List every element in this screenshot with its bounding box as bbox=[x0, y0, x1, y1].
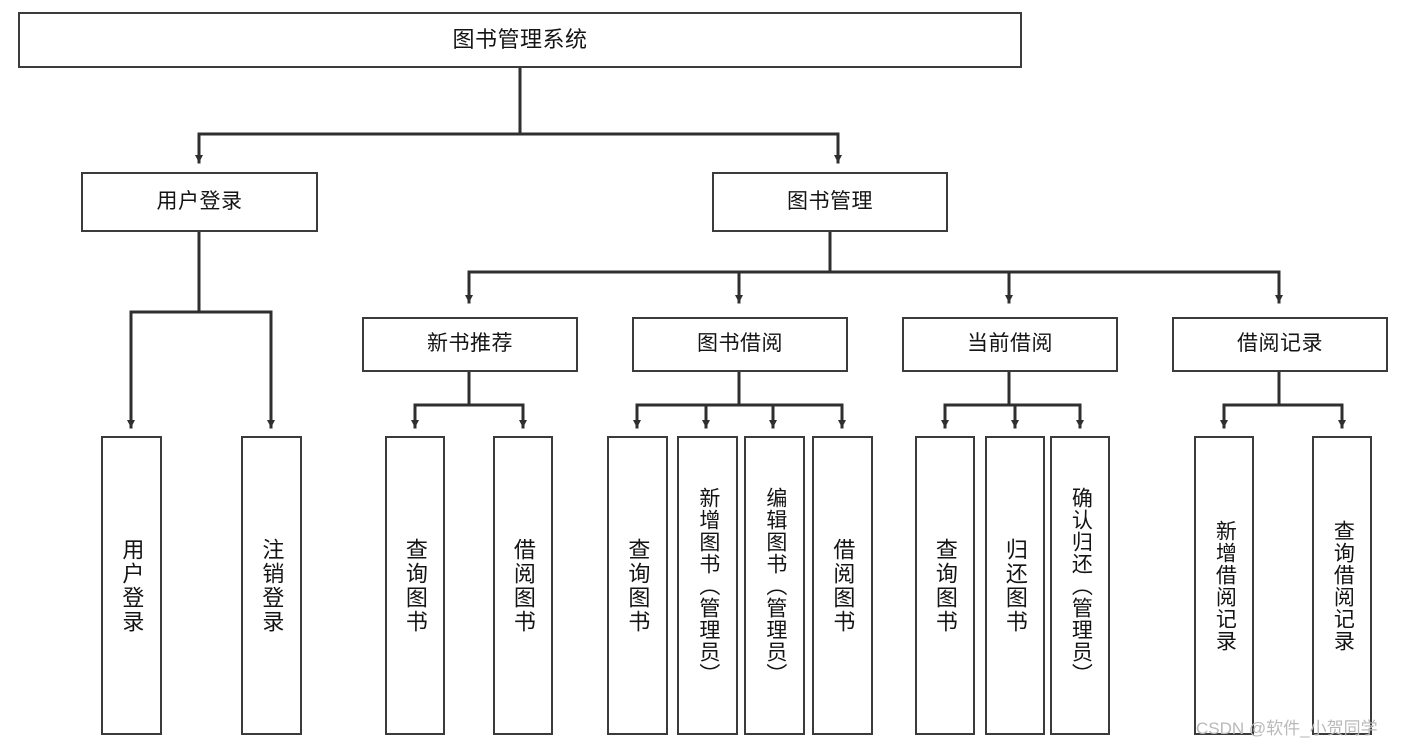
node-leaf-cb-confirm-return-admin[interactable]: 确认归还（管理员） bbox=[1050, 436, 1110, 735]
node-label: 查询图书 bbox=[932, 537, 958, 634]
node-label: 用户登录 bbox=[156, 189, 243, 213]
node-leaf-cb-query-book[interactable]: 查询图书 bbox=[915, 436, 975, 735]
node-current-borrow[interactable]: 当前借阅 bbox=[902, 317, 1118, 372]
node-label: 图书借阅 bbox=[697, 332, 783, 356]
node-label: 借阅记录 bbox=[1237, 332, 1323, 356]
node-user-login[interactable]: 用户登录 bbox=[81, 172, 318, 232]
node-label: 用户登录 bbox=[119, 537, 145, 634]
node-label: 借阅图书 bbox=[830, 537, 856, 634]
node-label: 注销登录 bbox=[259, 537, 285, 634]
node-label: 图书管理 bbox=[787, 189, 873, 213]
node-root-book-management-system[interactable]: 图书管理系统 bbox=[18, 12, 1022, 68]
node-leaf-cb-return-book[interactable]: 归还图书 bbox=[985, 436, 1045, 735]
node-label: 图书管理系统 bbox=[452, 27, 588, 53]
node-leaf-bb-add-book-admin[interactable]: 新增图书（管理员） bbox=[677, 436, 738, 735]
node-leaf-br-add-record[interactable]: 新增借阅记录 bbox=[1194, 436, 1254, 735]
node-label: 新书推荐 bbox=[427, 332, 513, 356]
node-label: 查询图书 bbox=[625, 537, 651, 634]
node-leaf-logout[interactable]: 注销登录 bbox=[241, 436, 302, 735]
node-book-borrow[interactable]: 图书借阅 bbox=[632, 317, 848, 372]
node-label: 归还图书 bbox=[1002, 537, 1028, 634]
node-leaf-rec-query-book[interactable]: 查询图书 bbox=[385, 436, 445, 735]
node-label: 查询图书 bbox=[402, 537, 428, 634]
node-label: 借阅图书 bbox=[510, 537, 536, 634]
node-label: 当前借阅 bbox=[967, 332, 1053, 356]
node-new-book-recommendation[interactable]: 新书推荐 bbox=[362, 317, 578, 372]
node-leaf-bb-edit-book-admin[interactable]: 编辑图书（管理员） bbox=[744, 436, 805, 735]
node-label: 新增图书（管理员） bbox=[696, 486, 720, 685]
node-leaf-bb-borrow-book[interactable]: 借阅图书 bbox=[812, 436, 873, 735]
node-label: 查询借阅记录 bbox=[1331, 519, 1355, 652]
node-book-management[interactable]: 图书管理 bbox=[712, 172, 948, 232]
node-leaf-bb-query-book[interactable]: 查询图书 bbox=[607, 436, 668, 735]
node-label: 新增借阅记录 bbox=[1213, 519, 1237, 652]
watermark-text: CSDN @软件_小贺同学 bbox=[1196, 719, 1378, 738]
node-label: 确认归还（管理员） bbox=[1069, 486, 1093, 685]
node-leaf-br-query-record[interactable]: 查询借阅记录 bbox=[1312, 436, 1372, 735]
node-label: 编辑图书（管理员） bbox=[763, 486, 787, 685]
node-borrow-record[interactable]: 借阅记录 bbox=[1172, 317, 1388, 372]
node-leaf-user-login[interactable]: 用户登录 bbox=[101, 436, 162, 735]
node-leaf-rec-borrow-book[interactable]: 借阅图书 bbox=[493, 436, 553, 735]
